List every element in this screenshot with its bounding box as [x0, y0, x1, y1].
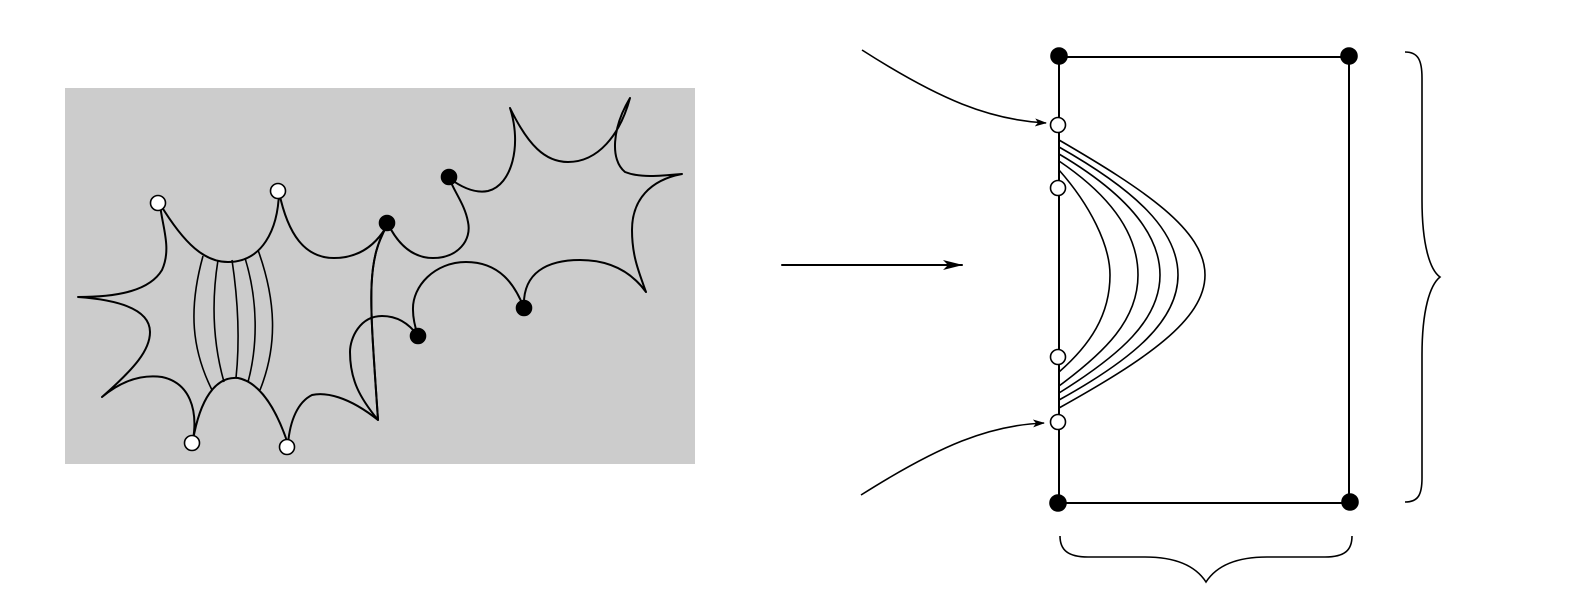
right-panel: [860, 47, 1442, 584]
filled-boundary-point: [515, 299, 533, 317]
pointer-arrow-lower-icon: [860, 419, 1045, 496]
left-panel: [65, 88, 695, 464]
grey-surface-panel: [65, 88, 695, 464]
open-edge-point: [1049, 116, 1067, 134]
open-boundary-point: [269, 182, 287, 200]
open-edge-point: [1049, 179, 1067, 197]
open-boundary-point: [278, 438, 296, 456]
filled-corner-point: [1340, 47, 1358, 65]
filled-boundary-point: [440, 168, 458, 186]
open-boundary-point: [183, 434, 201, 452]
filled-boundary-point: [378, 214, 396, 232]
flow-curve: [1058, 169, 1111, 373]
filled-corner-point: [1049, 494, 1067, 512]
flow-line: [193, 255, 213, 391]
flow-line: [213, 259, 225, 383]
filled-boundary-point: [409, 327, 427, 345]
open-boundary-point: [149, 194, 167, 212]
flow-line: [231, 259, 239, 379]
flow-line: [244, 257, 256, 383]
right-brace-icon: [1404, 51, 1442, 503]
flow-curve: [1058, 160, 1139, 387]
filled-corner-point: [1341, 493, 1359, 511]
flow-curve: [1058, 153, 1161, 394]
open-edge-point: [1049, 413, 1067, 431]
bottom-brace-icon: [1059, 535, 1353, 584]
right-hole-region: [349, 97, 683, 421]
filled-corner-point: [1050, 47, 1068, 65]
left-hole-region: [77, 191, 389, 445]
pointer-arrow-upper-icon: [861, 49, 1047, 127]
open-edge-point: [1049, 348, 1067, 366]
flow-curve: [1058, 139, 1206, 409]
flow-line: [257, 249, 274, 391]
flow-curve: [1058, 146, 1179, 401]
